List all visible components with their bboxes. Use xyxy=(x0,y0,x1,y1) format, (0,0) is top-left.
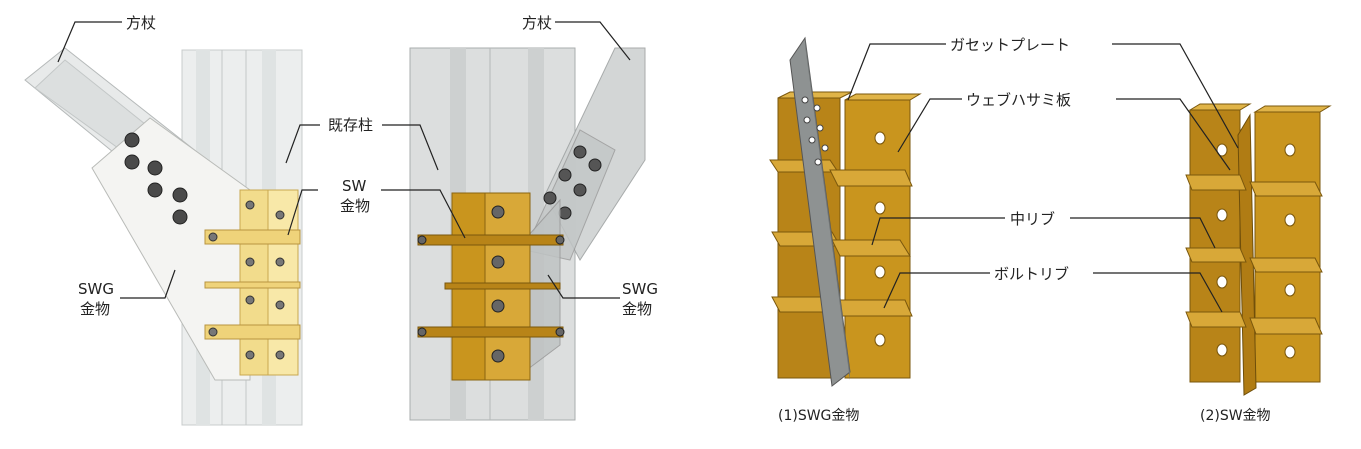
middle-assembly-view xyxy=(409,47,646,421)
brace-bolts-left xyxy=(124,132,188,225)
label-naka-rib: 中リブ xyxy=(1010,210,1055,228)
label-swg-right-line1: SWG xyxy=(622,280,658,298)
caption-sw: (2)SW金物 xyxy=(1200,408,1271,424)
label-sw-line2: 金物 xyxy=(340,197,370,215)
label-swg-right-line2: 金物 xyxy=(622,300,652,318)
label-hojo-left: 方杖 xyxy=(126,14,156,32)
label-sw-line1: SW xyxy=(342,177,367,195)
caption-swg: (1)SWG金物 xyxy=(778,408,859,424)
sw-hardware-detail xyxy=(1185,103,1332,396)
label-web-hasami: ウェブハサミ板 xyxy=(966,91,1071,109)
leader-lines xyxy=(57,21,1239,313)
label-bolt-rib: ボルトリブ xyxy=(994,265,1069,283)
left-assembly-view xyxy=(24,47,303,426)
swg-hardware-detail xyxy=(769,36,922,387)
label-swg-left-line2: 金物 xyxy=(80,300,110,318)
label-swg-left-line1: SWG xyxy=(78,280,114,298)
label-kizon-hashira: 既存柱 xyxy=(328,116,373,134)
label-gusset-plate: ガセットプレート xyxy=(950,36,1070,54)
label-hojo-right: 方杖 xyxy=(522,14,552,32)
